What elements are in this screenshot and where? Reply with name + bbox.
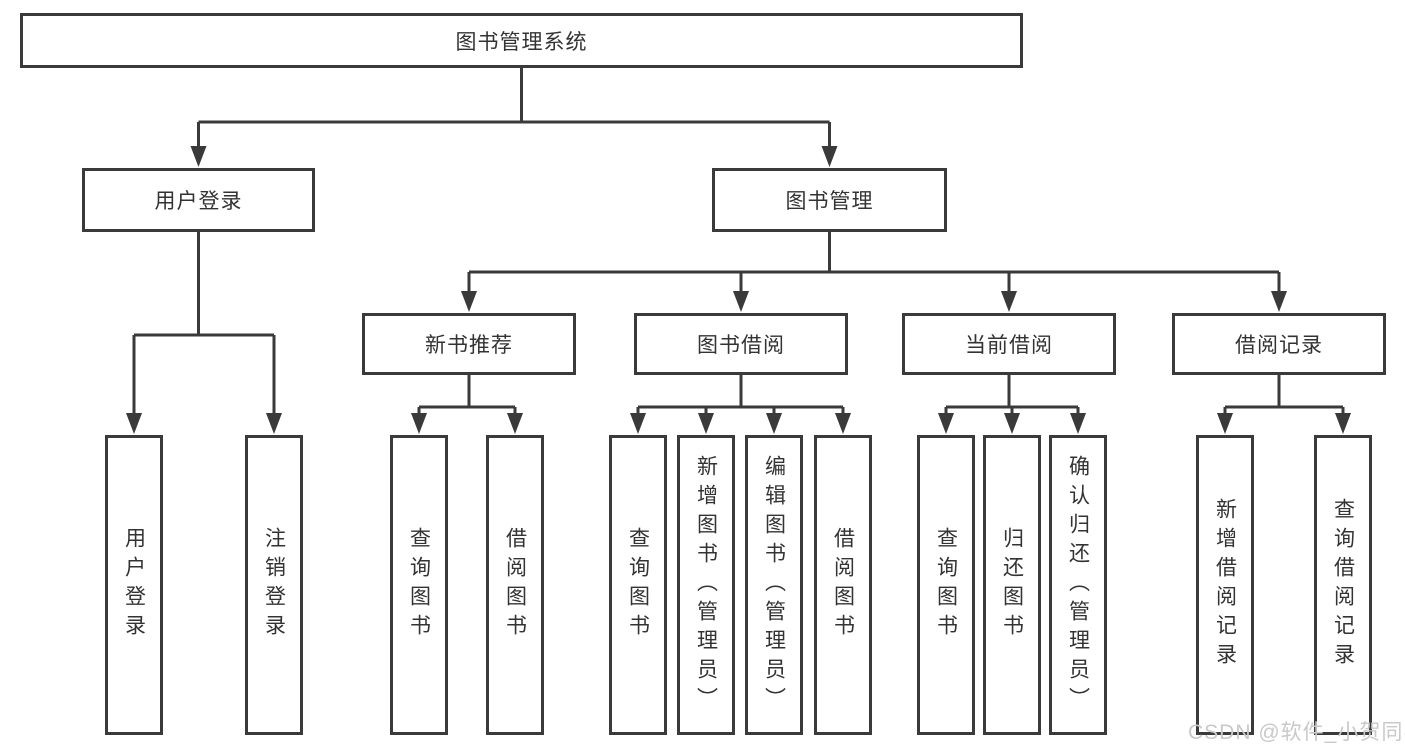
leaf-confirm-return-admin: 确认归还（管理员） [1049,435,1107,735]
leaf-query-books-borrowing: 查询图书 [609,435,667,735]
leaf-edit-books-admin-label: 编辑图书（管理员） [762,454,786,716]
node-new-book-recommend: 新书推荐 [362,313,576,375]
edges-book-borrowing-to-leaves [630,373,851,434]
leaf-return-books-label: 归还图书 [1000,527,1024,643]
node-borrowing-records-label: 借阅记录 [1235,334,1323,357]
node-current-borrowing: 当前借阅 [902,313,1116,375]
edges-borrowing-records-to-leaves [1217,373,1351,434]
leaf-query-borrow-record-label: 查询借阅记录 [1331,498,1355,672]
leaf-user-login-label: 用户登录 [122,527,146,643]
edges-new-book-recommend-to-leaves [411,373,523,434]
node-borrowing-records: 借阅记录 [1172,313,1386,375]
edges-current-borrowing-to-leaves [938,373,1086,434]
node-root-system: 图书管理系统 [20,13,1023,68]
node-book-borrowing: 图书借阅 [634,313,848,375]
csdn-watermark: CSDN @软件_小贺同学 [1188,721,1405,744]
edges-root-to-level2 [190,66,838,167]
edges-user-login-to-leaves [126,230,282,434]
leaf-query-books-current: 查询图书 [917,435,975,735]
leaf-borrow-books-recommend-label: 借阅图书 [503,527,527,643]
node-book-management: 图书管理 [712,168,947,232]
leaf-logout-label: 注销登录 [262,527,286,643]
leaf-query-books-current-label: 查询图书 [934,527,958,643]
leaf-query-books-recommend-label: 查询图书 [407,527,431,643]
leaf-add-borrow-record-label: 新增借阅记录 [1213,498,1237,672]
leaf-add-books-admin: 新增图书（管理员） [677,435,735,735]
leaf-query-books-recommend: 查询图书 [390,435,448,735]
leaf-user-login: 用户登录 [105,435,163,735]
node-user-login: 用户登录 [82,168,315,232]
leaf-borrow-books-borrowing-label: 借阅图书 [831,527,855,643]
node-user-login-label: 用户登录 [154,190,243,213]
node-book-borrowing-label: 图书借阅 [697,334,785,357]
node-book-management-label: 图书管理 [785,190,874,213]
leaf-query-borrow-record: 查询借阅记录 [1314,435,1372,735]
node-root-label: 图书管理系统 [455,30,588,54]
leaf-return-books: 归还图书 [983,435,1041,735]
edges-book-management-to-level3 [461,230,1287,312]
node-current-borrowing-label: 当前借阅 [965,334,1053,357]
leaf-query-books-borrowing-label: 查询图书 [626,527,650,643]
leaf-edit-books-admin: 编辑图书（管理员） [745,435,803,735]
node-new-book-recommend-label: 新书推荐 [425,334,513,357]
leaf-add-books-admin-label: 新增图书（管理员） [694,454,718,716]
leaf-logout: 注销登录 [245,435,303,735]
leaf-borrow-books-recommend: 借阅图书 [486,435,544,735]
leaf-confirm-return-admin-label: 确认归还（管理员） [1066,454,1090,716]
leaf-borrow-books-borrowing: 借阅图书 [814,435,872,735]
leaf-add-borrow-record: 新增借阅记录 [1196,435,1254,735]
